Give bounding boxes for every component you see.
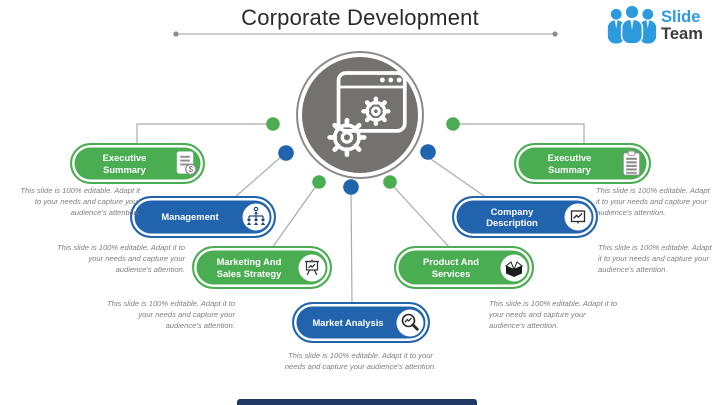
junction-dot-blue bbox=[343, 179, 359, 195]
logo-word-team: Team bbox=[661, 25, 703, 43]
junction-dot-green bbox=[312, 175, 326, 189]
divider-end-dot bbox=[173, 31, 179, 37]
junction-dot-green bbox=[446, 117, 460, 131]
editable-note: This slide is 100% editable. Adapt it to… bbox=[596, 186, 710, 217]
editable-note: This slide is 100% editable. Adapt it to… bbox=[598, 243, 712, 274]
logo-word-slide: Slide bbox=[661, 8, 701, 27]
org-chart-icon bbox=[242, 203, 270, 231]
magnifier-chart-icon bbox=[396, 309, 424, 337]
node-market-analysis[interactable]: Market Analysis bbox=[292, 302, 430, 343]
editable-note: This slide is 100% editable. Adapt it to… bbox=[284, 351, 437, 371]
editable-note: This slide is 100% editable. Adapt it to… bbox=[20, 186, 140, 217]
slide-title: Corporate Development bbox=[241, 5, 479, 30]
financial-report-icon: $ bbox=[171, 150, 199, 178]
slideteam-logo[interactable]: Slide Team bbox=[606, 3, 703, 49]
junction-dot-green bbox=[383, 175, 397, 189]
editable-note: This slide is 100% editable. Adapt it to… bbox=[489, 299, 618, 330]
node-marketing-and-sales-strategy[interactable]: Marketing And Sales Strategy bbox=[192, 246, 332, 289]
node-label: Market Analysis bbox=[312, 316, 384, 328]
footer-accent-bar bbox=[237, 399, 477, 405]
node-executive-summary-right[interactable]: Executive Summary bbox=[514, 143, 651, 184]
svg-text:$: $ bbox=[188, 165, 193, 174]
node-management[interactable]: Management bbox=[130, 196, 276, 238]
node-company-description[interactable]: Company Description bbox=[452, 196, 598, 238]
clipboard-icon bbox=[617, 150, 645, 178]
divider-end-dot bbox=[552, 31, 558, 37]
node-label: Marketing And Sales Strategy bbox=[216, 256, 282, 279]
presentation-board-icon bbox=[298, 254, 326, 282]
hub-circle bbox=[296, 51, 424, 179]
team-people-icon bbox=[606, 3, 658, 49]
junction-dot-green bbox=[266, 117, 280, 131]
node-label: Executive Summary bbox=[547, 152, 592, 175]
chart-frame-icon bbox=[564, 203, 592, 231]
open-box-icon bbox=[500, 254, 528, 282]
junction-dot-blue bbox=[278, 145, 294, 161]
node-label: Executive Summary bbox=[102, 152, 147, 175]
node-label: Company Description bbox=[486, 205, 538, 228]
node-executive-summary-left[interactable]: Executive Summary $ bbox=[70, 143, 205, 184]
editable-note: This slide is 100% editable. Adapt it to… bbox=[106, 299, 235, 330]
node-label: Product And Services bbox=[423, 256, 479, 279]
node-product-and-services[interactable]: Product And Services bbox=[394, 246, 534, 289]
editable-note: This slide is 100% editable. Adapt it to… bbox=[56, 243, 185, 274]
node-label: Management bbox=[161, 211, 219, 223]
junction-dot-blue bbox=[420, 144, 436, 160]
gear-window-icon bbox=[302, 57, 418, 173]
